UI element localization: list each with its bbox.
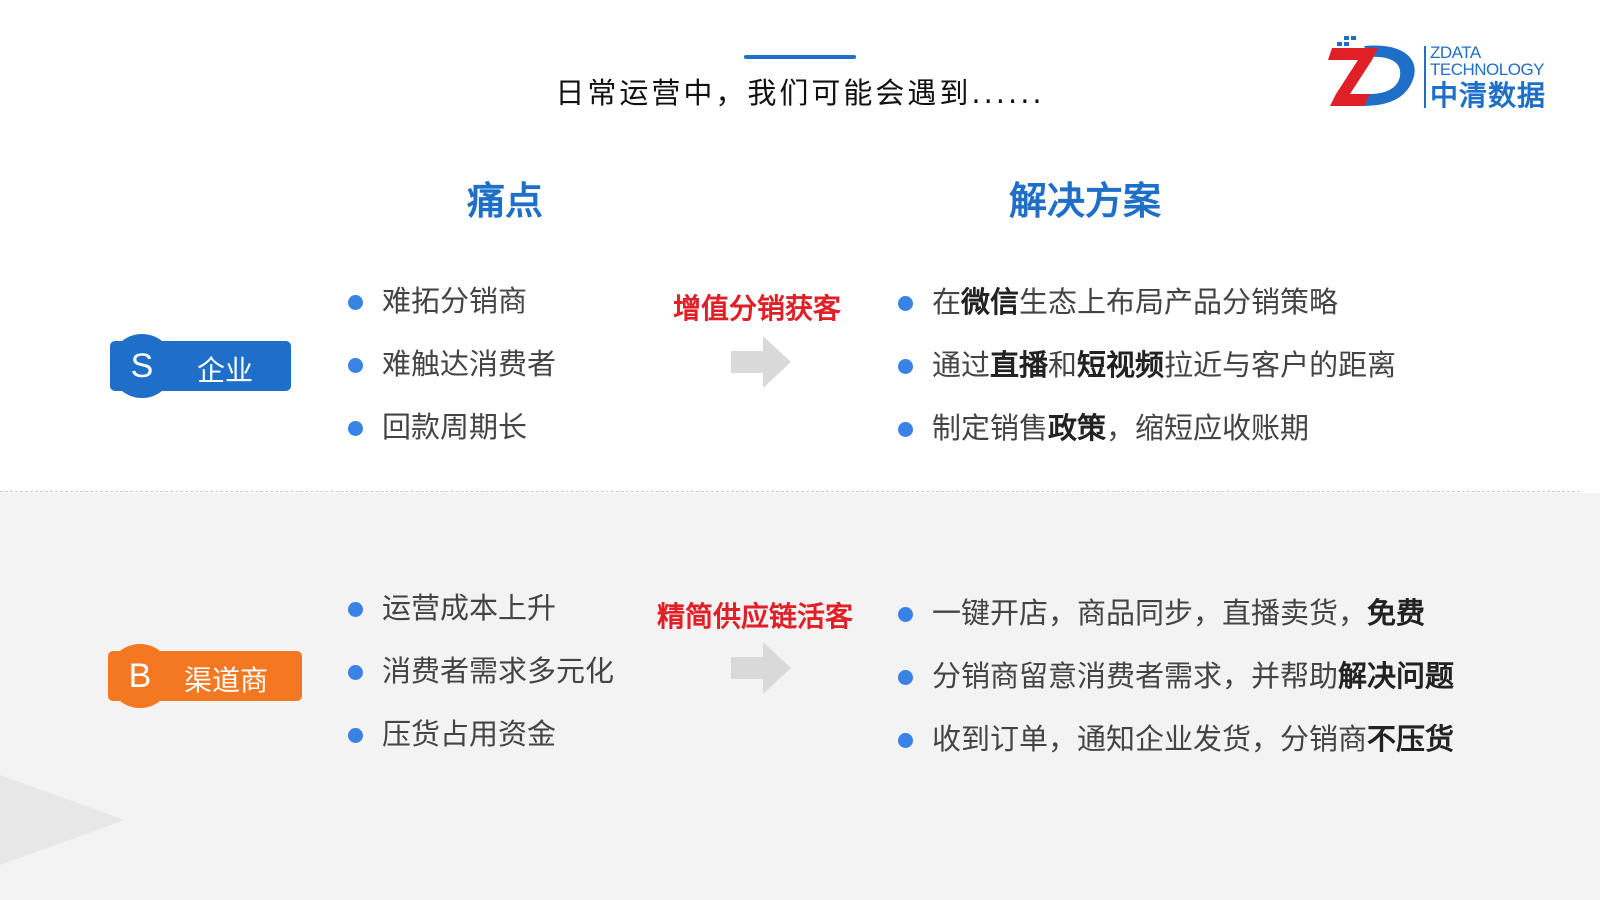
arrow-right-icon [731,336,791,388]
bullet-dot [898,422,913,437]
bullet-dot [348,665,363,680]
logo-separator [1424,46,1426,108]
title-accent-bar [744,55,856,59]
bullet-dot [348,295,363,310]
pain-text: 回款周期长 [382,410,528,444]
logo-english-text: ZDATA TECHNOLOGY [1430,43,1545,79]
pain-text: 压货占用资金 [382,717,557,751]
bullet-dot [898,607,913,622]
solution-text: 分销商留意消费者需求，并帮助解决问题 [932,659,1455,693]
arrow-right-icon [731,642,791,694]
solution-text: 制定销售政策，缩短应收账期 [932,411,1310,445]
bullet-dot [898,733,913,748]
pain-text: 运营成本上升 [382,591,557,625]
solution-text: 在微信生态上布局产品分销策略 [932,285,1339,319]
logo-en-line1: ZDATA [1430,43,1481,62]
b-letter-badge: B [108,644,172,708]
pain-points-heading: 痛点 [466,179,543,223]
enterprise-strategy-label: 增值分销获客 [673,292,842,325]
bullet-dot [348,358,363,373]
decorative-corner-shape [0,775,125,865]
enterprise-tag: S 企业 [110,334,291,398]
channel-partner-tag: B 渠道商 [108,644,302,708]
pain-text: 消费者需求多元化 [382,654,615,688]
bullet-dot [898,359,913,374]
pain-text: 难拓分销商 [382,284,528,318]
solution-text: 通过直播和短视频拉近与客户的距离 [932,348,1397,382]
channel-partner-label: 渠道商 [184,664,269,697]
channel-strategy-label: 精简供应链活客 [657,600,854,633]
logo-chinese-text: 中清数据 [1430,79,1547,112]
bullet-dot [898,296,913,311]
bullet-dot [348,602,363,617]
solution-text: 收到订单，通知企业发货，分销商不压货 [932,722,1455,756]
zd-logo-icon [1328,36,1415,106]
company-logo: ZDATA TECHNOLOGY 中清数据 [1328,36,1560,114]
solutions-heading: 解决方案 [1008,179,1161,223]
bullet-dot [348,421,363,436]
logo-en-line2: TECHNOLOGY [1430,60,1545,79]
enterprise-label: 企业 [197,354,254,387]
page-title: 日常运营中，我们可能会遇到...... [555,76,1045,110]
pain-text: 难触达消费者 [382,347,557,381]
section-divider [0,491,1580,492]
bullet-dot [348,728,363,743]
solution-text: 一键开店，商品同步，直播卖货，免费 [932,596,1426,630]
s-letter-badge: S [110,334,174,398]
bullet-dot [898,670,913,685]
